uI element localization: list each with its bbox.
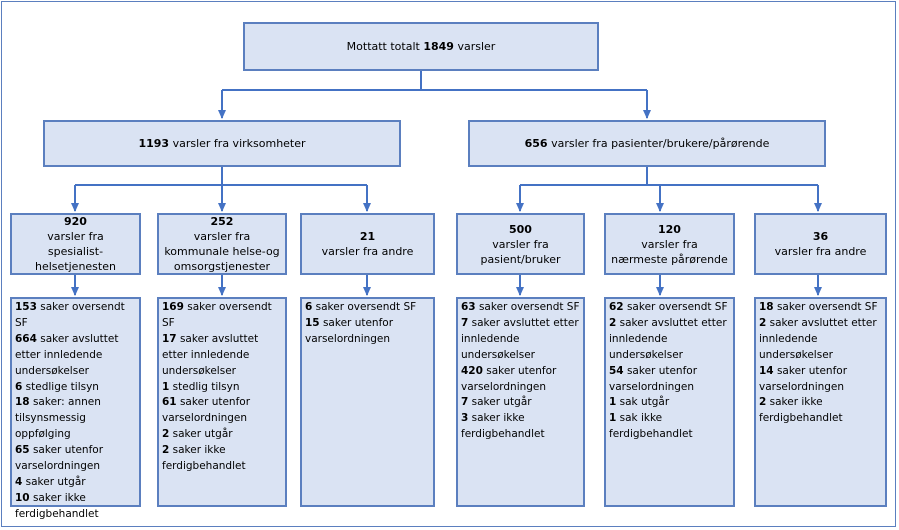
- detail-item: 2 saker avsluttet etter innledende under…: [759, 316, 877, 361]
- detail-item: 61 saker utenfor varselordningen: [162, 396, 251, 425]
- detail-item: 10 saker ikke ferdigbehandlet: [15, 491, 99, 520]
- detail-item: 420 saker utenfor varselordningen: [461, 364, 557, 393]
- detail-box: 18 saker oversendt SF 2 saker avsluttet e…: [754, 297, 887, 507]
- detail-item: 169 saker oversendt SF: [162, 301, 272, 329]
- detail-item: 3 saker ikke ferdigbehandlet: [461, 412, 545, 441]
- detail-item: 4 saker utgår: [15, 475, 86, 488]
- virksomheter-box: 1193 varsler fra virksomheter: [43, 120, 401, 167]
- detail-item: 2 saker ikke ferdigbehandlet: [162, 444, 246, 473]
- detail-item: 1 sak utgår: [609, 396, 670, 409]
- col-header: 21 varsler fra andre: [300, 213, 435, 275]
- detail-item: 54 saker utenfor varselordningen: [609, 364, 698, 393]
- detail-item: 18 saker oversendt SF: [759, 301, 878, 313]
- detail-box: 6 saker oversendt SF 15 saker utenfor var…: [300, 297, 435, 507]
- detail-item: 2 saker utgår: [162, 428, 233, 441]
- detail-item: 2 saker ikke ferdigbehandlet: [759, 396, 843, 425]
- detail-item: 1 sak ikke ferdigbehandlet: [609, 412, 693, 441]
- detail-item: 7 saker avsluttet etter innledende under…: [461, 316, 579, 361]
- detail-item: 6 stedlige tilsyn: [15, 380, 99, 393]
- detail-item: 2 saker avsluttet etter innledende under…: [609, 316, 727, 361]
- detail-item: 65 saker utenfor varselordningen: [15, 444, 104, 473]
- detail-box: 153 saker oversendt SF 664 saker avslutte…: [10, 297, 141, 520]
- detail-item: 15 saker utenfor varselordningen: [305, 316, 394, 345]
- detail-box: 169 saker oversendt SF 17 saker avsluttet…: [157, 297, 287, 507]
- total-box: Mottatt totalt 1849 varsler: [243, 22, 599, 71]
- detail-item: 153 saker oversendt SF: [15, 301, 125, 329]
- detail-item: 664 saker avsluttet etter innledende und…: [15, 332, 119, 377]
- detail-box: 62 saker oversendt SF 2 saker avsluttet e…: [604, 297, 735, 507]
- detail-item: 17 saker avsluttet etter innledende unde…: [162, 332, 259, 377]
- detail-item: 7 saker utgår: [461, 396, 532, 409]
- pasienter-box: 656 varsler fra pasienter/brukere/pårøre…: [468, 120, 826, 167]
- detail-item: 6 saker oversendt SF: [305, 301, 417, 313]
- detail-item: 1 stedlig tilsyn: [162, 380, 240, 393]
- detail-item: 63 saker oversendt SF: [461, 301, 580, 313]
- detail-item: 62 saker oversendt SF: [609, 301, 728, 313]
- col-header: 36 varsler fra andre: [754, 213, 887, 275]
- detail-item: 18 saker: annen tilsynsmessig oppfølging: [15, 396, 101, 441]
- detail-box: 63 saker oversendt SF 7 saker avsluttet e…: [456, 297, 585, 507]
- detail-item: 14 saker utenfor varselordningen: [759, 364, 848, 393]
